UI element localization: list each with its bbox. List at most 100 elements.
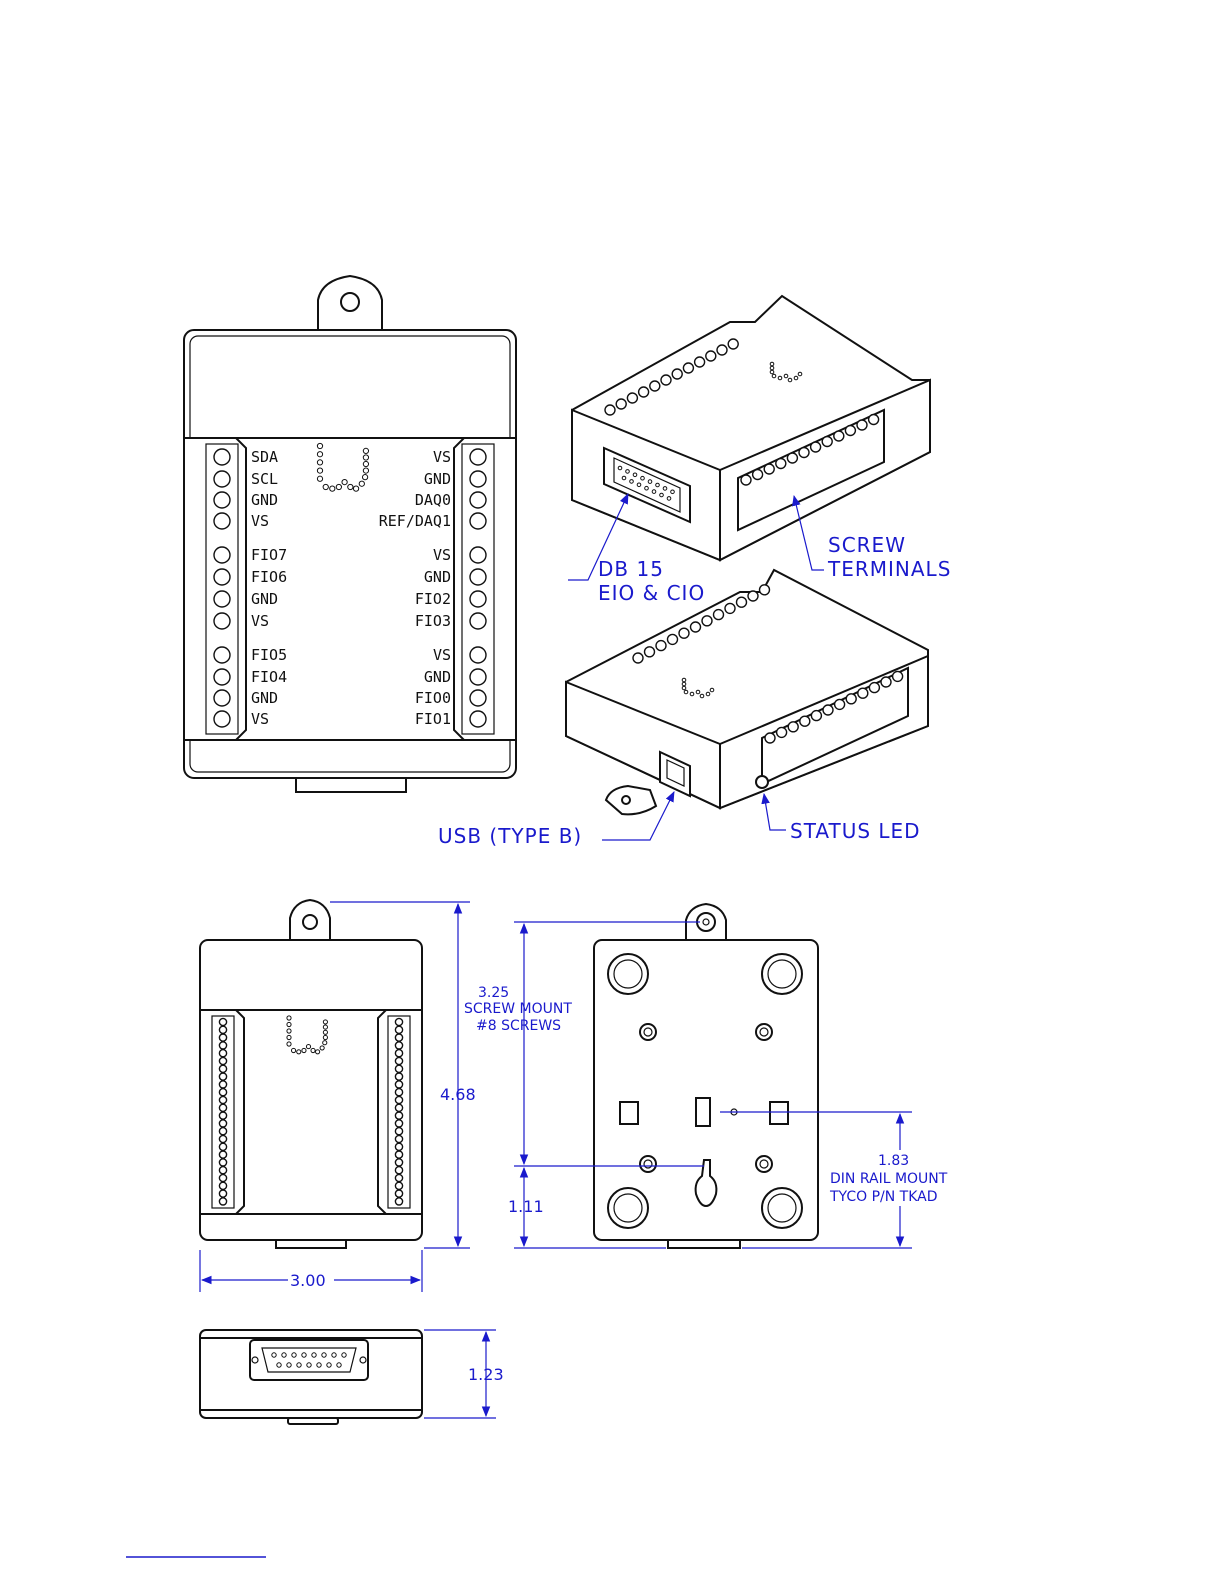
callout-db15-sub: EIO & CIO [598,581,705,605]
screw-terminal-icon [219,1120,226,1127]
isometric-view-db15 [572,296,930,560]
screw-terminal-icon [702,616,712,626]
screw-terminal-icon [219,1135,226,1142]
screw-terminal-icon [307,1363,311,1367]
screw-terminal-icon [618,466,622,470]
screw-terminal-icon [395,1042,402,1049]
screw-terminal-icon [660,493,664,497]
pin-label: SCL [251,470,278,488]
pin-label: VS [251,612,269,630]
db15-connector [250,1340,368,1380]
screw-terminal-icon [633,473,637,477]
pin-label: GND [251,590,278,608]
screw-terminal-icon [214,669,230,685]
screw-terminal-icon [395,1089,402,1096]
end-view [200,1330,422,1424]
screw-terminal-icon [332,1353,336,1357]
callout-screw: SCREW [828,533,906,557]
screw-terminal-icon [858,688,868,698]
dim-screw-mount: 3.25 [478,985,509,1001]
screw-terminal-icon [214,647,230,663]
screw-terminal-icon [395,1112,402,1119]
screw-terminal-icon [645,647,655,657]
screw-terminal-icon [671,490,675,494]
screw-terminal-icon [650,381,660,391]
callout-screw-sub: TERMINALS [827,557,951,581]
screw-terminal-icon [470,711,486,727]
callout-status-led: STATUS LED [790,819,921,843]
screw-terminal-icon [627,393,637,403]
screw-terminal-icon [760,585,770,595]
screw-terminal-icon [395,1050,402,1057]
screw-terminal-icon [741,475,751,485]
pin-label: GND [424,568,451,586]
pin-label: FIO2 [415,590,451,608]
screw-terminal-icon [622,476,626,480]
pin-label: GND [424,470,451,488]
top-view-large: SDA SCL GND VS FIO7 FIO6 GND VS FIO5 FIO… [184,276,516,792]
screw-terminal-icon [753,470,763,480]
screw-terminal-icon [395,1190,402,1197]
screw-terminal-icon [214,591,230,607]
screw-terminal-icon [395,1120,402,1127]
pin-label: FIO0 [415,689,451,707]
screw-terminal-icon [881,677,891,687]
screw-terminal-icon [470,449,486,465]
dim-din-label: DIN RAIL MOUNT [830,1171,948,1187]
screw-terminal-icon [395,1198,402,1205]
screw-terminal-icon [656,641,666,651]
screw-terminal-icon [272,1353,276,1357]
screw-terminal-icon [219,1073,226,1080]
screw-terminal-icon [799,448,809,458]
screw-terminal-icon [823,705,833,715]
screw-terminal-icon [661,375,671,385]
screw-terminal-icon [219,1104,226,1111]
screw-terminal-icon [776,459,786,469]
screw-terminal-icon [214,513,230,529]
screw-terminal-icon [214,690,230,706]
callout-usb: USB (TYPE B) [438,824,582,848]
screw-terminal-icon [317,1363,321,1367]
callout-db15: DB 15 [598,557,664,581]
screw-terminal-icon [219,1190,226,1197]
dimension-depth: 1.23 [424,1330,504,1418]
screw-terminal-icon [616,399,626,409]
screw-terminal-icon [470,669,486,685]
screw-terminal-icon [214,449,230,465]
top-view-small [200,900,422,1248]
screw-terminal-icon [219,1174,226,1181]
screw-terminal-icon [219,1057,226,1064]
screw-terminal-icon [845,426,855,436]
screw-terminal-icon [214,569,230,585]
screw-terminal-icon [800,716,810,726]
screw-terminal-icon [395,1151,402,1158]
screw-terminal-icon [395,1167,402,1174]
screw-terminal-icon [395,1159,402,1166]
screw-terminal-icon [737,597,747,607]
screw-terminal-icon [395,1174,402,1181]
pin-label: VS [251,512,269,530]
pin-label: FIO5 [251,646,287,664]
screw-terminal-icon [846,694,856,704]
screw-terminal-icon [470,513,486,529]
screw-terminal-icon [626,470,630,474]
screw-terminal-icon [219,1143,226,1150]
isometric-view-usb [566,570,928,814]
screw-terminal-icon [214,471,230,487]
screw-terminal-icon [748,591,758,601]
pin-label: FIO6 [251,568,287,586]
screw-terminal-icon [725,603,735,613]
screw-terminal-icon [312,1353,316,1357]
screw-terminal-icon [470,690,486,706]
pin-label: VS [251,710,269,728]
screw-terminal-icon [470,591,486,607]
dim-height: 4.68 [440,1085,476,1104]
mounting-hole-icon [341,293,359,311]
screw-terminal-icon [214,547,230,563]
screw-terminal-icon [470,547,486,563]
bottom-view [594,904,818,1248]
screw-terminal-icon [672,369,682,379]
screw-terminal-icon [641,476,645,480]
screw-terminal-icon [219,1018,226,1025]
screw-terminal-icon [811,711,821,721]
